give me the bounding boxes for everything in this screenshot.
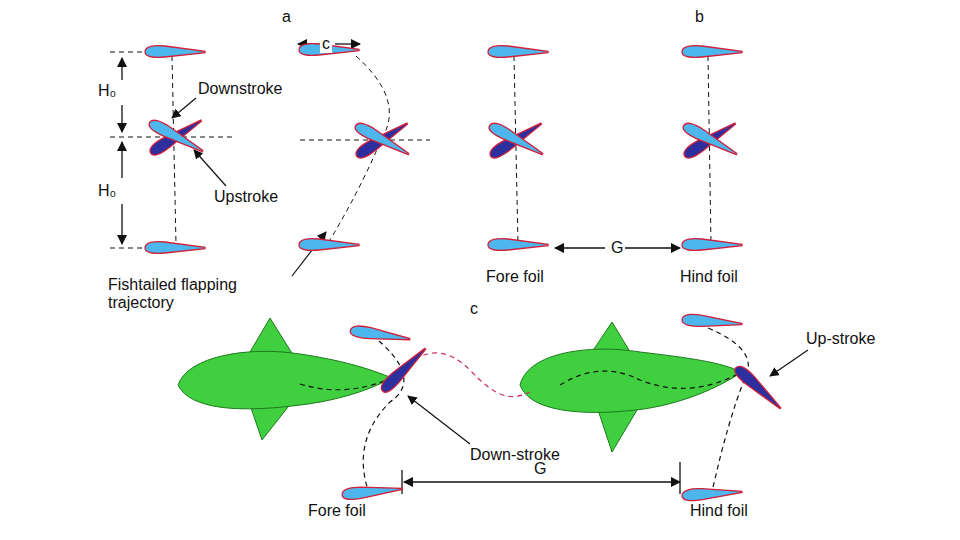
stroke-label: Downstroke [198, 80, 282, 98]
leader-arrows [172, 98, 808, 444]
panel-letter: b [695, 8, 704, 26]
panel-letter: c [470, 300, 478, 318]
foil-label: Fore foil [308, 502, 366, 520]
dimension-label: H₀ [98, 82, 116, 100]
flapping-trajectories [300, 328, 748, 492]
dimension-arrows [122, 44, 680, 494]
foil-label: Fore foil [486, 268, 544, 286]
dimension-label: H₀ [98, 182, 116, 200]
guide-lines [110, 52, 711, 248]
chord-label: c [320, 35, 332, 53]
trajectory-label: Fishtailed flapping trajectory [108, 276, 288, 313]
fish-hind [520, 322, 742, 452]
foil-label: Hind foil [690, 502, 748, 520]
foils [145, 44, 785, 502]
stroke-label: Up-stroke [806, 330, 875, 348]
panel-letter: a [282, 8, 291, 26]
gap-label: G [534, 460, 546, 478]
stroke-label: Upstroke [214, 188, 278, 206]
gap-label: G [609, 239, 625, 257]
foil-label: Hind foil [680, 268, 738, 286]
